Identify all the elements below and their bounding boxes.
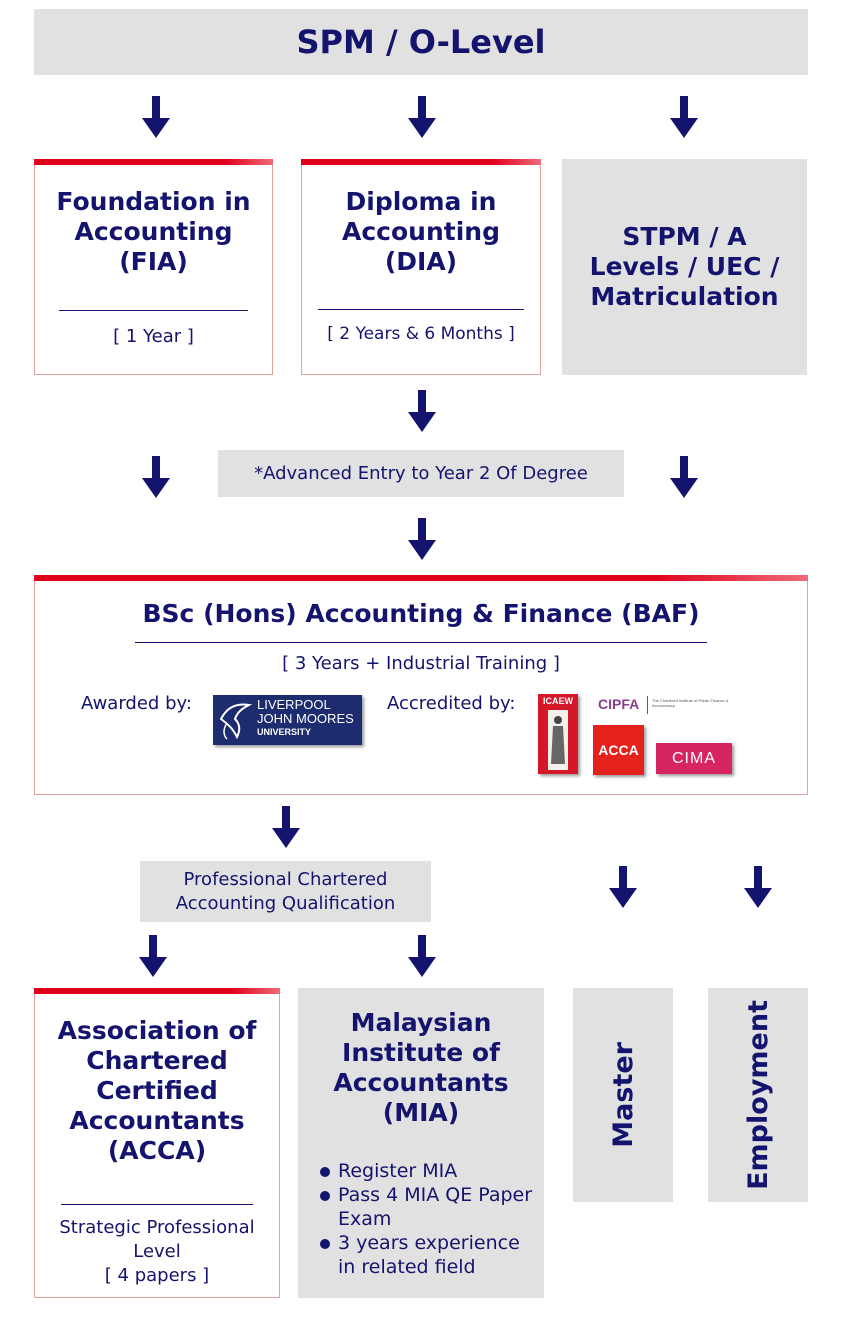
divider <box>135 642 707 643</box>
divider <box>61 1204 253 1205</box>
red-accent-bar <box>34 159 273 165</box>
ljmu-line1: LIVERPOOL <box>257 697 331 712</box>
arrow-down-icon <box>408 96 436 138</box>
list-item: 3 years experience in related field <box>316 1231 536 1279</box>
arrow-down-icon <box>142 456 170 498</box>
ljmu-logo: LIVERPOOL JOHN MOORES UNIVERSITY <box>213 695 362 745</box>
baf-card: BSc (Hons) Accounting & Finance (BAF) [ … <box>34 575 808 795</box>
mia-bullet-list: Register MIA Pass 4 MIA QE Paper Exam 3 … <box>316 1159 536 1279</box>
mia-box: Malaysian Institute of Accountants (MIA)… <box>298 988 544 1298</box>
cipfa-label: CIPFA <box>598 696 640 712</box>
arrow-down-icon <box>609 866 637 908</box>
arrow-down-icon <box>408 390 436 432</box>
arrow-down-icon <box>670 456 698 498</box>
acca-level: Strategic Professional Level <box>59 1217 255 1262</box>
mia-title: Malaysian Institute of Accountants (MIA) <box>333 1008 509 1127</box>
cima-logo: CIMA <box>656 743 732 774</box>
accredited-label: Accredited by: <box>387 693 516 714</box>
arrow-down-icon <box>408 518 436 560</box>
divider <box>318 309 524 310</box>
cipfa-subtitle: The Chartered Institute of Public Financ… <box>652 698 729 708</box>
fia-title: Foundation in Accounting (FIA) <box>56 187 251 276</box>
awarded-label: Awarded by: <box>81 693 192 714</box>
acca-logo: ACCA <box>593 725 644 775</box>
acca-papers: [ 4 papers ] <box>104 1265 210 1286</box>
fia-card: Foundation in Accounting (FIA) [ 1 Year … <box>34 159 273 375</box>
stpm-box: STPM / A Levels / UEC / Matriculation <box>562 159 807 375</box>
master-box: Master <box>573 988 673 1202</box>
list-item: Register MIA <box>316 1159 536 1183</box>
arrow-down-icon <box>139 935 167 977</box>
master-label: Master <box>607 1042 639 1148</box>
cima-label: CIMA <box>672 749 716 767</box>
cipfa-logo: CIPFA The Chartered Institute of Public … <box>598 696 748 720</box>
advanced-entry-box: *Advanced Entry to Year 2 Of Degree <box>218 450 624 497</box>
baf-duration: [ 3 Years + Industrial Training ] <box>282 653 560 674</box>
red-accent-bar <box>301 159 541 165</box>
advanced-entry-label: *Advanced Entry to Year 2 Of Degree <box>254 463 588 484</box>
pcaq-label: Professional Chartered Accounting Qualif… <box>175 868 396 914</box>
icaew-label: ICAEW <box>543 696 573 706</box>
top-banner: SPM / O-Level <box>34 9 808 75</box>
stpm-title: STPM / A Levels / UEC / Matriculation <box>589 222 780 311</box>
red-accent-bar <box>34 575 808 581</box>
ljmu-line3: UNIVERSITY <box>257 727 312 737</box>
acca-title: Association of Chartered Certified Accou… <box>57 1016 257 1165</box>
liver-bird-icon <box>219 703 253 740</box>
divider <box>59 310 248 311</box>
acca-card: Association of Chartered Certified Accou… <box>34 988 280 1298</box>
cipfa-divider <box>647 696 648 714</box>
pcaq-box: Professional Chartered Accounting Qualif… <box>140 861 431 922</box>
employment-label: Employment <box>742 1000 774 1190</box>
arrow-down-icon <box>670 96 698 138</box>
figure-icon <box>548 710 568 770</box>
employment-box: Employment <box>708 988 808 1202</box>
arrow-down-icon <box>744 866 772 908</box>
icaew-logo: ICAEW <box>538 694 578 774</box>
top-title: SPM / O-Level <box>296 23 546 61</box>
dia-duration: [ 2 Years & 6 Months ] <box>327 324 515 344</box>
arrow-down-icon <box>142 96 170 138</box>
dia-card: Diploma in Accounting (DIA) [ 2 Years & … <box>301 159 541 375</box>
arrow-down-icon <box>272 806 300 848</box>
red-accent-bar <box>34 988 280 994</box>
fia-duration: [ 1 Year ] <box>113 326 194 347</box>
baf-title: BSc (Hons) Accounting & Finance (BAF) <box>142 599 700 628</box>
dia-title: Diploma in Accounting (DIA) <box>342 187 500 276</box>
arrow-down-icon <box>408 935 436 977</box>
list-item: Pass 4 MIA QE Paper Exam <box>316 1183 536 1231</box>
acca-logo-label: ACCA <box>598 742 639 758</box>
ljmu-line2: JOHN MOORES <box>257 711 354 726</box>
